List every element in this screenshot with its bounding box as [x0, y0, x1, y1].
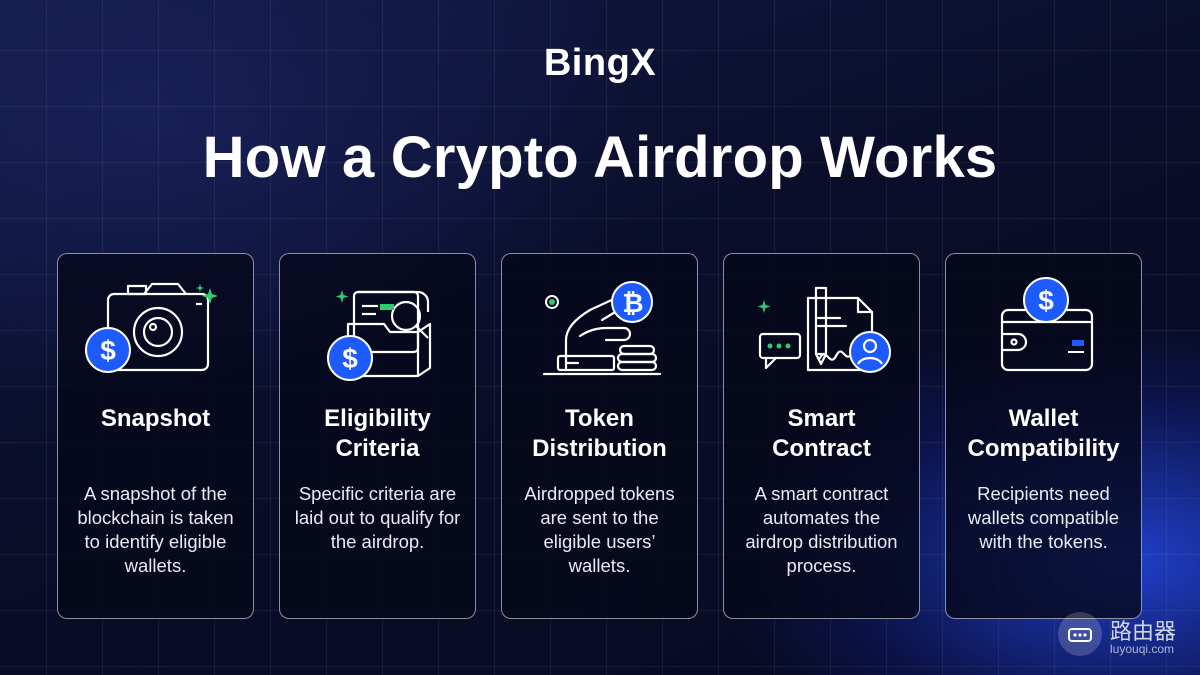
card-snapshot: $ Snapshot A snapshot of the blockchain … [57, 253, 254, 619]
svg-text:$: $ [342, 343, 358, 374]
router-icon [1058, 612, 1102, 656]
svg-text:$: $ [100, 335, 116, 366]
card-wallet-compatibility: $ Wallet Compatibility Recipients need w… [945, 253, 1142, 619]
card-title: Eligibility Criteria [324, 405, 431, 462]
watermark-name: 路由器 [1110, 620, 1177, 645]
watermark: 路由器 luyouqi.com [1058, 612, 1188, 662]
card-description: Specific criteria are laid out to qualif… [294, 483, 461, 552]
card-title: Token Distribution [532, 405, 667, 462]
watermark-url: luyouqi.com [1110, 642, 1175, 656]
card-smart-contract: Smart Contract A smart contract automate… [723, 253, 920, 619]
card-title: Snapshot [100, 405, 211, 432]
card-description: Airdropped tokens are sent to the eligib… [524, 483, 675, 576]
document-search-icon: $ [327, 290, 432, 381]
card-title: Wallet Compatibility [967, 405, 1120, 462]
bingx-logo: BingX [543, 42, 657, 84]
wallet-dollar-icon: $ [1000, 277, 1094, 372]
svg-text:₿: ₿ [622, 288, 643, 318]
card-token-distribution: ₿ Token Distribution Airdropped tokens a… [501, 253, 698, 619]
svg-text:$: $ [1038, 285, 1054, 316]
card-description: A snapshot of the blockchain is taken to… [77, 483, 234, 576]
card-description: A smart contract automates the airdrop d… [745, 483, 898, 576]
card-title: Smart Contract [772, 405, 871, 462]
page-title: How a Crypto Airdrop Works [202, 125, 998, 190]
hand-bitcoin-icon: ₿ [542, 281, 662, 376]
contract-user-icon [757, 286, 891, 373]
card-description: Recipients need wallets compatible with … [967, 483, 1120, 552]
camera-dollar-icon: $ [85, 282, 218, 373]
card-eligibility-criteria: $ Eligibility Criteria Specific criteria… [279, 253, 476, 619]
